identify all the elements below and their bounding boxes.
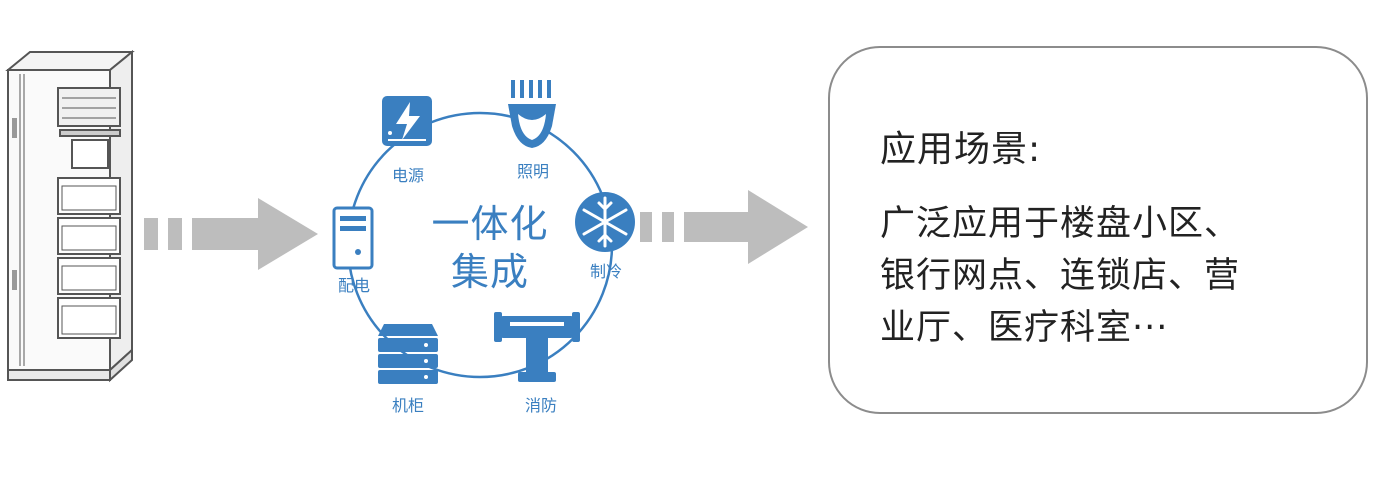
node-label-fire: 消防	[524, 396, 557, 415]
node-label-power: 电源	[391, 166, 424, 185]
application-line: 业厅、医疗科室···	[880, 308, 1169, 348]
node-label-distribution: 配电	[337, 276, 370, 295]
application-text: 广泛应用于楼盘小区、 银行网点、连锁店、营 业厅、医疗科室···	[880, 198, 1340, 354]
server-rack-icon	[378, 324, 438, 384]
node-label-rack: 机柜	[391, 396, 424, 415]
center-title-line1: 一体化	[431, 202, 549, 246]
node-label-lighting: 照明	[516, 162, 549, 181]
center-title: 一体化 集成	[400, 200, 580, 296]
cabinet-illustration	[5, 49, 135, 383]
right-flow-arrow	[640, 190, 808, 264]
power-supply-icon	[382, 96, 432, 146]
left-flow-arrow	[144, 198, 318, 270]
application-line: 广泛应用于楼盘小区、	[880, 204, 1241, 244]
application-title: 应用场景:	[880, 129, 1042, 170]
application-box: 应用场景: 广泛应用于楼盘小区、 银行网点、连锁店、营 业厅、医疗科室···	[828, 46, 1368, 414]
center-title-line2: 集成	[450, 250, 529, 294]
fire-hydrant-pipe-icon	[494, 312, 580, 382]
distribution-box-icon	[332, 206, 374, 270]
application-line: 银行网点、连锁店、营	[880, 256, 1241, 296]
node-label-cooling: 制冷	[589, 262, 622, 281]
light-bulb-icon	[508, 80, 556, 148]
snowflake-icon	[575, 192, 635, 252]
